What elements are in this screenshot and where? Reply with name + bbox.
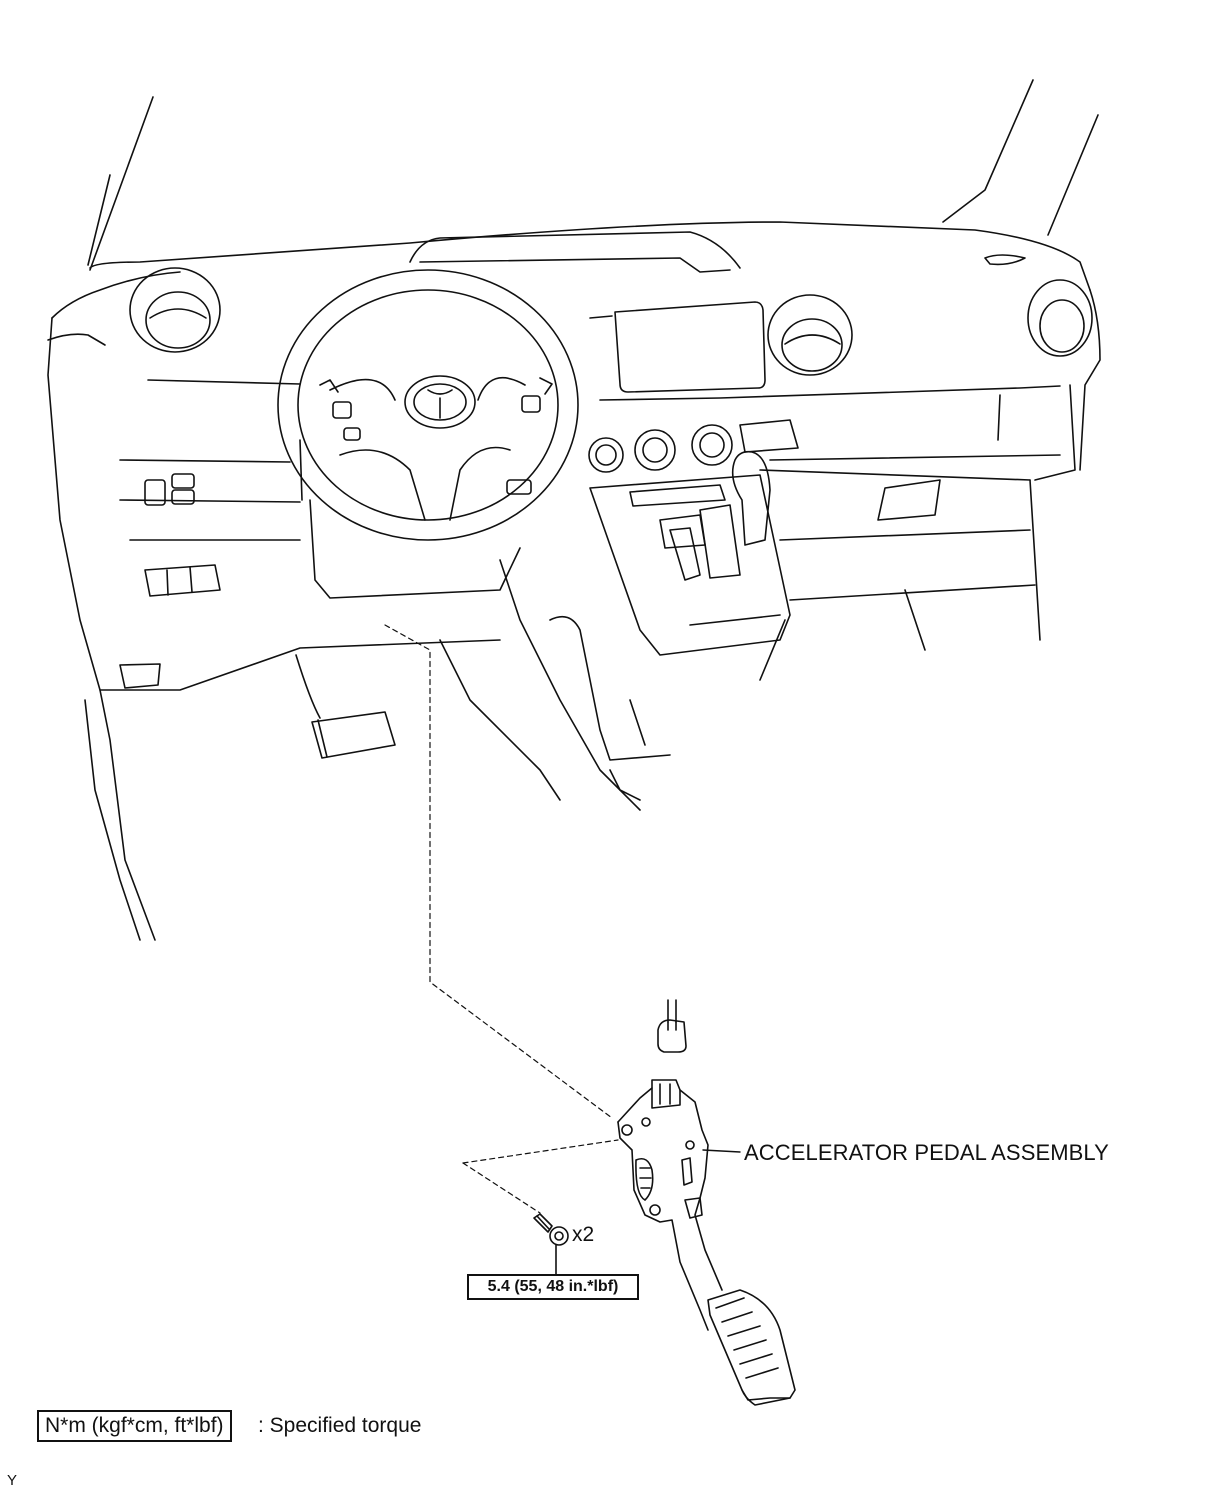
bolt-quantity-label: x2 (572, 1223, 595, 1246)
connector-icon (657, 999, 687, 1053)
bolt-icon (533, 1213, 569, 1275)
windshield-pillars (87, 79, 1099, 271)
figure-code: Y (7, 1472, 18, 1489)
leader-lines (384, 624, 619, 1214)
legend-unit-box: N*m (kgf*cm, ft*lbf) (37, 1410, 232, 1442)
torque-spec-box: 5.4 (55, 48 in.*lbf) (467, 1274, 639, 1300)
dashboard-illustration (47, 221, 1101, 941)
legend-description: : Specified torque (258, 1414, 422, 1437)
accelerator-pedal-label: ACCELERATOR PEDAL ASSEMBLY (744, 1140, 1109, 1165)
steering-wheel-icon (277, 269, 579, 541)
accelerator-pedal-icon (617, 1079, 796, 1406)
callout-leader (702, 1149, 741, 1153)
